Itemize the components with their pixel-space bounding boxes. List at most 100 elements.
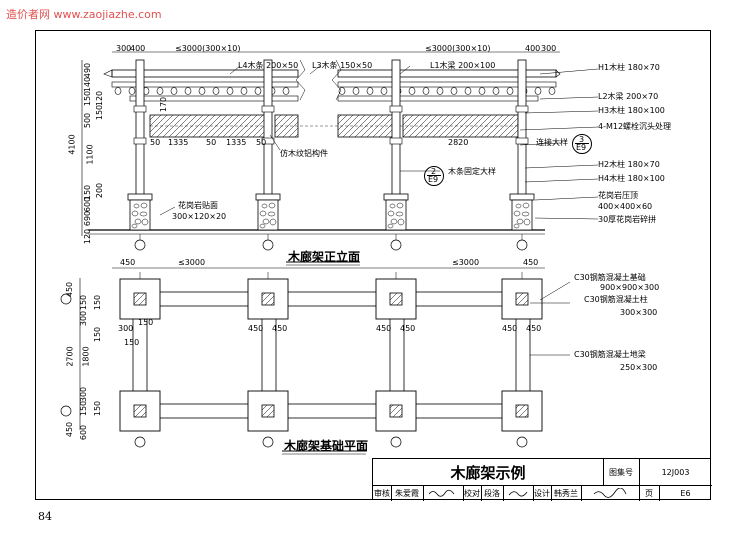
page-label: 页 [639, 485, 660, 501]
dim-490: 490 [83, 62, 93, 79]
dim-690: 690 [83, 210, 93, 227]
sheet-page-number: E6 [680, 488, 691, 498]
checker-signature [503, 485, 534, 501]
plan-grid-circle [390, 436, 402, 448]
pier-cap [383, 193, 409, 201]
signature-scribble-3 [593, 488, 627, 498]
dim-500: 500 [83, 112, 93, 129]
rubble-stone [140, 202, 148, 209]
rubble-stone [134, 218, 142, 225]
signature-scribble [428, 489, 455, 497]
concrete-column [515, 404, 529, 418]
column-post [517, 59, 527, 197]
top-beam [111, 69, 557, 88]
dim-400-left: 400 [130, 44, 146, 53]
dim-300-right: 300 [541, 44, 557, 53]
concrete-column [133, 292, 147, 306]
rafter [226, 87, 234, 95]
plan-dim-450e: 450 [502, 324, 518, 333]
plan-dim-300-mid: 300 [118, 324, 134, 333]
review-label: 审核 [373, 485, 392, 501]
label-column-size: 300×300 [620, 308, 658, 317]
grid-circle [262, 239, 274, 251]
callout-2-divider [427, 175, 441, 176]
plan-dim-150-mid-a: 150 [138, 318, 154, 327]
rubble-stone [387, 223, 394, 229]
label-h4: H4木柱 180×100 [598, 174, 665, 183]
dim-1335a: 1335 [168, 138, 189, 147]
callout-3-num: 3 [579, 135, 585, 144]
watermark: 造价者网 www.zaojiazhe.com [6, 8, 162, 21]
label-bolt: 4-M12螺栓沉头处理 [598, 122, 672, 131]
title-block-title: 木廊架示例 [373, 459, 604, 486]
plan-dim-150c: 150 [93, 294, 103, 311]
plan-dim-150d: 150 [93, 326, 103, 343]
rafter [478, 87, 486, 95]
rafter [422, 87, 430, 95]
plan-dim-450-top: 450 [65, 281, 75, 298]
column-bracket [133, 137, 147, 145]
rafter [506, 87, 514, 95]
column-bracket [389, 105, 403, 113]
concrete-column [261, 292, 275, 306]
rubble-stone [395, 211, 404, 217]
label-connect: 连接大样 [536, 138, 568, 147]
rubble-stone [133, 203, 140, 209]
column-post [263, 59, 273, 197]
label-granite-cap-size: 400×400×60 [598, 202, 653, 211]
plan-dim-span-left: ≤3000 [178, 258, 206, 267]
dim-120b: 120 [95, 90, 105, 107]
column-post [135, 59, 145, 197]
dim-600: 600 [83, 196, 93, 213]
rubble-stone [261, 203, 268, 209]
plan-dim-450c: 450 [376, 324, 392, 333]
plan-grid-circle-row [60, 293, 72, 305]
label-fake-aluminum: 仿木纹铝构件 [280, 149, 328, 158]
label-fix-detail: 木条固定大样 [448, 167, 496, 176]
dim-2820: 2820 [448, 138, 469, 147]
rafter [170, 87, 178, 95]
rafter [534, 87, 542, 95]
rubble-stone [259, 210, 267, 217]
elevation-title: 木廊架正立面 [288, 250, 361, 264]
label-l4: L4木条 200×50 [238, 61, 299, 70]
label-granite-paving: 花岗岩贴面 [178, 201, 218, 210]
checker-name: 段洛 [481, 485, 504, 501]
check-label: 校对 [463, 485, 482, 501]
rubble-stone [267, 211, 276, 217]
rafter [464, 87, 472, 95]
reviewer-name: 朱爱霞 [391, 485, 424, 501]
label-footing: C30钢筋混凝土基础 [574, 273, 646, 282]
columns [133, 59, 529, 197]
grid-circle [516, 239, 528, 251]
callout-3-divider [575, 143, 589, 144]
reviewer-signature [423, 485, 464, 501]
label-h2: H2木柱 180×70 [598, 160, 660, 169]
rubble-stone [262, 218, 270, 225]
rafter-row [114, 87, 556, 95]
column-bracket [261, 105, 275, 113]
callout-2-sheet: E9 [428, 175, 439, 184]
label-l1: L1木梁 200×100 [430, 61, 496, 70]
dim-1335b: 1335 [226, 138, 247, 147]
leader-lines [159, 65, 599, 220]
grid-circle [134, 239, 146, 251]
rubble-stone [397, 218, 405, 226]
footings [119, 278, 543, 432]
pier-cap [255, 193, 281, 201]
dim-140: 140 [83, 76, 93, 93]
rubble-stone [513, 210, 521, 217]
dim-400-right: 400 [525, 44, 541, 53]
plan-dim-150e: 150 [93, 400, 103, 417]
rafter [198, 87, 206, 95]
column-bracket [515, 105, 529, 113]
aluminum-panels [149, 114, 519, 138]
plan-dim-300b: 300 [79, 386, 89, 403]
label-granite-rubble: 30厚花岗岩碎拼 [598, 215, 657, 224]
rubble-stone [139, 211, 148, 217]
rafter [380, 87, 388, 95]
label-ground-beam: C30钢筋混凝土地梁 [574, 350, 646, 359]
plan-dim-2700: 2700 [65, 346, 75, 367]
callout-3-sheet: E9 [576, 143, 587, 152]
concrete-column [261, 404, 275, 418]
